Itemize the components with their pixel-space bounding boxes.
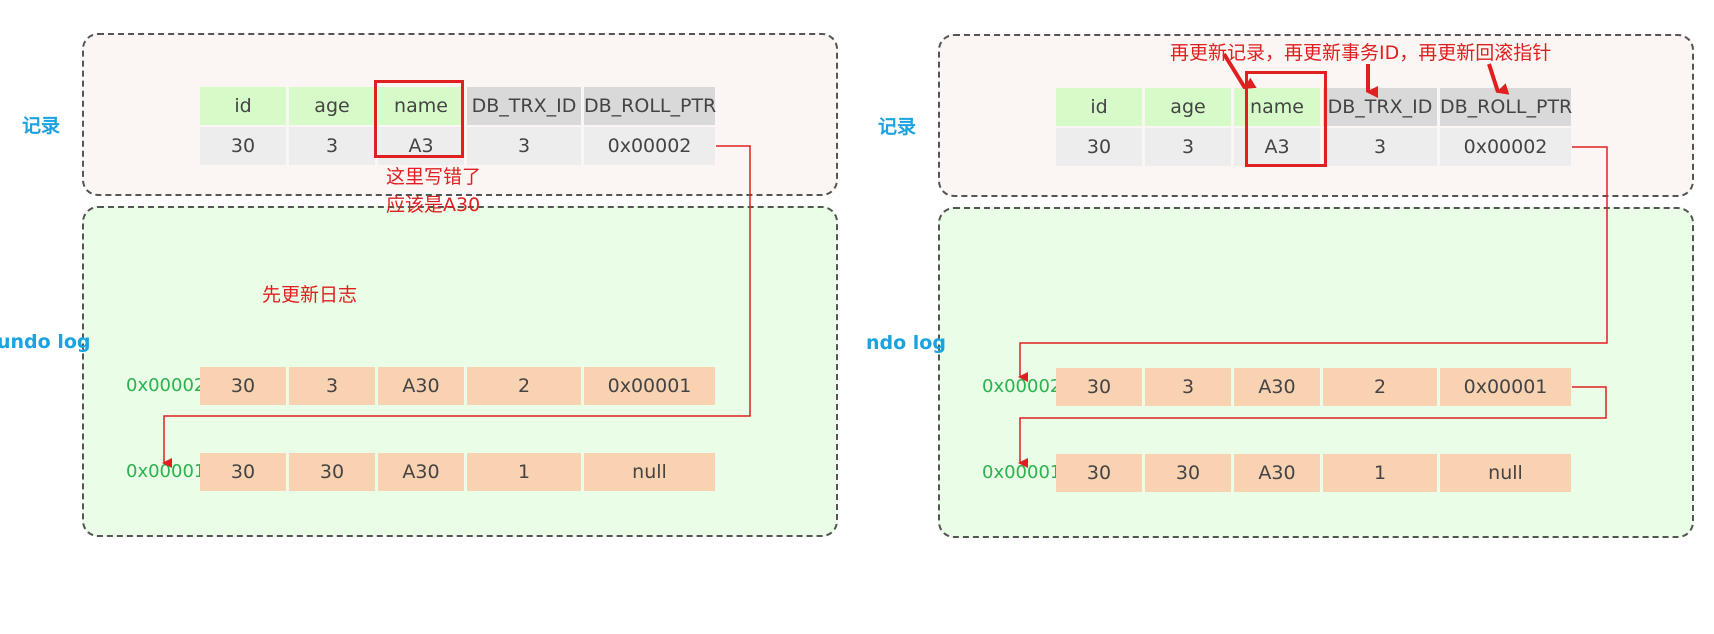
left-undo-2-name: A30 (378, 453, 464, 491)
right-undo-2-age: 30 (1145, 454, 1231, 492)
right-undo-addr-1: 0x00002 (982, 376, 1062, 397)
left-header-db-roll-ptr: DB_ROLL_PTR (584, 87, 716, 125)
left-undo-2-db-roll-ptr: null (584, 453, 715, 491)
right-undo-1-id: 30 (1056, 368, 1142, 406)
right-header-id: id (1056, 88, 1142, 126)
right-record-id: 30 (1056, 128, 1142, 166)
right-step-note: 再更新记录，再更新事务ID，再更新回滚指针 (1170, 42, 1552, 64)
right-undo-1-name: A30 (1234, 368, 1320, 406)
right-record-label: 记录 (878, 116, 917, 138)
right-record-db-roll-ptr: 0x00002 (1440, 128, 1571, 166)
left-undo-log-label: undo log (0, 331, 91, 353)
left-undo-2-age: 30 (289, 453, 375, 491)
left-undo-1-age: 3 (289, 367, 375, 405)
right-undo-2-name: A30 (1234, 454, 1320, 492)
right-undo-log-label: ndo log (866, 332, 946, 354)
left-header-db-trx-id: DB_TRX_ID (467, 87, 581, 125)
left-record-db-roll-ptr: 0x00002 (584, 127, 715, 165)
right-record-age: 3 (1145, 128, 1231, 166)
right-undo-addr-2: 0x00001 (982, 462, 1062, 483)
right-name-highlight-box (1245, 71, 1327, 167)
left-error-note-line1: 这里写错了 (386, 166, 482, 188)
left-name-highlight-box (374, 80, 464, 158)
right-header-db-trx-id: DB_TRX_ID (1323, 88, 1437, 126)
left-undo-1-id: 30 (200, 367, 286, 405)
left-header-id: id (200, 87, 286, 125)
right-undo-1-db-trx-id: 2 (1323, 368, 1437, 406)
left-undo-2-id: 30 (200, 453, 286, 491)
right-header-age: age (1145, 88, 1231, 126)
left-header-age: age (289, 87, 375, 125)
left-step-note: 先更新日志 (262, 284, 358, 306)
left-undo-1-db-roll-ptr: 0x00001 (584, 367, 715, 405)
left-undo-addr-1: 0x00002 (126, 375, 206, 396)
right-undo-1-db-roll-ptr: 0x00001 (1440, 368, 1571, 406)
right-record-db-trx-id: 3 (1323, 128, 1437, 166)
right-undo-2-id: 30 (1056, 454, 1142, 492)
left-record-age: 3 (289, 127, 375, 165)
right-undo-2-db-roll-ptr: null (1440, 454, 1571, 492)
right-header-db-roll-ptr: DB_ROLL_PTR (1440, 88, 1572, 126)
left-error-note-line2: 应该是A30 (386, 194, 481, 216)
left-undo-addr-2: 0x00001 (126, 461, 206, 482)
left-header-name: name (378, 87, 464, 125)
left-record-label: 记录 (22, 115, 61, 137)
left-record-db-trx-id: 3 (467, 127, 581, 165)
left-undo-1-db-trx-id: 2 (467, 367, 581, 405)
left-undo-2-db-trx-id: 1 (467, 453, 581, 491)
right-header-name: name (1234, 88, 1320, 126)
left-record-id: 30 (200, 127, 286, 165)
right-undo-2-db-trx-id: 1 (1323, 454, 1437, 492)
right-undo-1-age: 3 (1145, 368, 1231, 406)
left-undo-1-name: A30 (378, 367, 464, 405)
